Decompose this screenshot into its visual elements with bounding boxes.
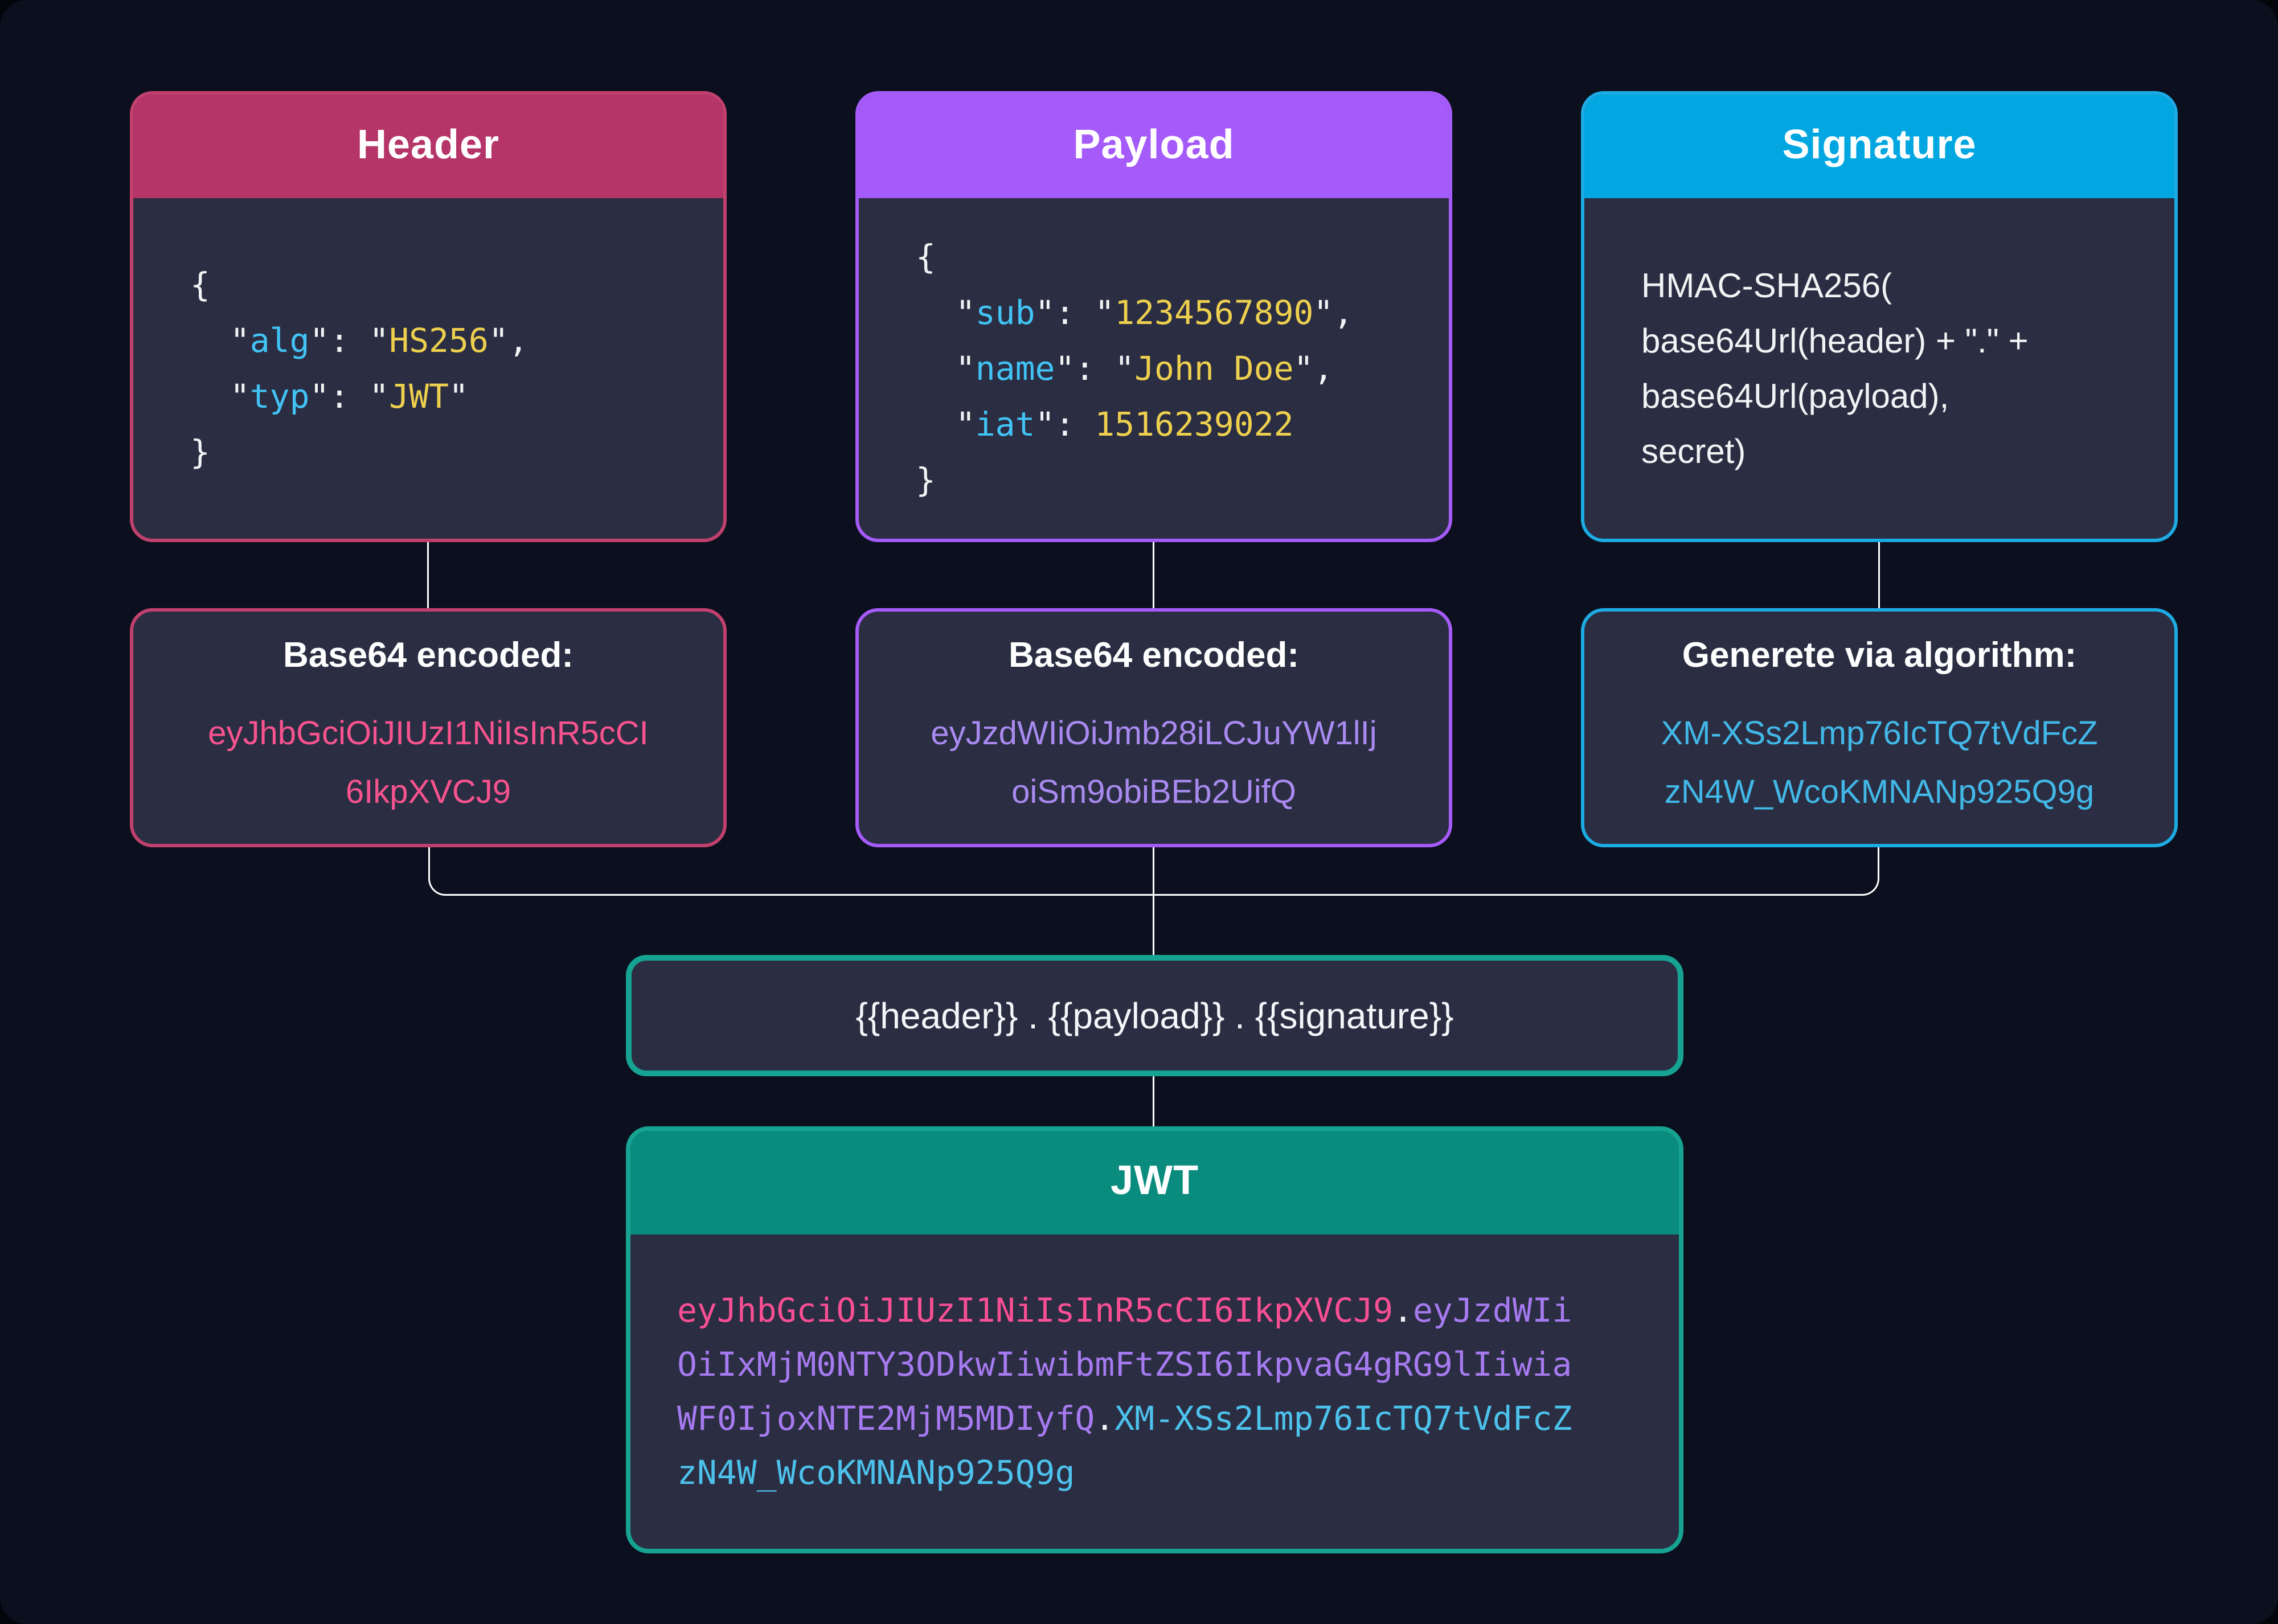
payload-card-title: Payload (1073, 122, 1235, 167)
payload-json-code: { "sub": "1234567890", "name": "John Doe… (859, 198, 1449, 539)
text-line: oiSm9obiBEb2UifQ (1011, 773, 1296, 810)
payload-base64-card: Base64 encoded: eyJzdWIiOiJmb28iLCJuYW1l… (855, 608, 1452, 847)
signature-card: Signature HMAC-SHA256( base64Url(header) … (1581, 91, 2178, 542)
payload-base64-title: Base64 encoded: (1009, 635, 1299, 675)
code-line: { (190, 265, 210, 304)
signature-algorithm-card: Generete via algorithm: XM-XSs2Lmp76IcTQ… (1581, 608, 2178, 847)
header-base64-title: Base64 encoded: (283, 635, 573, 675)
text-line: base64Url(payload), (1641, 377, 1949, 415)
concat-formula-text: {{header}} . {{payload}} . {{signature}} (855, 995, 1454, 1036)
header-base64-card: Base64 encoded: eyJhbGciOiJIUzI1NiIsInR5… (130, 608, 727, 847)
header-card: Header { "alg": "HS256", "typ": "JWT"} (130, 91, 727, 542)
header-json-code: { "alg": "HS256", "typ": "JWT"} (133, 198, 723, 539)
code-line: WF0IjoxNTE2MjM5MDIyfQ.XM-XSs2Lmp76IcTQ7t… (677, 1399, 1572, 1438)
header-card-title: Header (357, 122, 500, 167)
code-line: "sub": "1234567890", (916, 293, 1354, 332)
connector-payload-to-encoded (1153, 541, 1154, 609)
jwt-title: JWT (1111, 1158, 1199, 1203)
connector-combiner-to-jwt (1153, 1075, 1154, 1127)
text-line: base64Url(header) + "." + (1641, 322, 2029, 360)
jwt-token-text: eyJhbGciOiJIUzI1NiIsInR5cCI6IkpXVCJ9.eyJ… (630, 1235, 1679, 1549)
header-base64-value: eyJhbGciOiJIUzI1NiIsInR5cCI 6IkpXVCJ9 (208, 704, 649, 821)
signature-algorithm-title: Generete via algorithm: (1682, 635, 2077, 675)
payload-card-title-bar: Payload (859, 95, 1449, 198)
code-line: } (916, 461, 936, 499)
text-line: zN4W_WcoKMNANp925Q9g (1664, 773, 2095, 810)
jwt-card: JWT eyJhbGciOiJIUzI1NiIsInR5cCI6IkpXVCJ9… (626, 1126, 1683, 1553)
connector-header-to-encoded (427, 541, 429, 609)
text-line: XM-XSs2Lmp76IcTQ7tVdFcZ (1661, 714, 2098, 752)
text-line: eyJhbGciOiJIUzI1NiIsInR5cCI (208, 714, 649, 752)
header-card-title-bar: Header (133, 95, 723, 198)
code-line: "name": "John Doe", (916, 349, 1334, 388)
code-line: { (916, 237, 936, 276)
signature-card-title: Signature (1782, 122, 1977, 167)
jwt-title-bar: JWT (630, 1131, 1679, 1235)
text-line: 6IkpXVCJ9 (345, 773, 511, 810)
concat-formula-box: {{header}} . {{payload}} . {{signature}} (626, 955, 1683, 1076)
connector-signature-to-encoded (1878, 541, 1880, 609)
signature-formula: HMAC-SHA256( base64Url(header) + "." + bas… (1584, 198, 2174, 539)
signature-card-title-bar: Signature (1584, 95, 2174, 198)
code-line: OiIxMjM0NTY3ODkwIiwibmFtZSI6IkpvaG4gRG9l… (677, 1345, 1572, 1384)
signature-algorithm-value: XM-XSs2Lmp76IcTQ7tVdFcZ zN4W_WcoKMNANp925… (1661, 704, 2097, 821)
connector-center-to-combiner (1153, 847, 1154, 956)
text-line: eyJzdWIiOiJmb28iLCJuYW1lIj (931, 714, 1377, 752)
code-line: "alg": "HS256", (190, 321, 528, 360)
payload-card: Payload { "sub": "1234567890", "name": "… (855, 91, 1452, 542)
code-line: } (190, 433, 210, 471)
code-line: "typ": "JWT" (190, 377, 469, 416)
code-line: zN4W_WcoKMNANp925Q9g (677, 1453, 1075, 1492)
text-line: HMAC-SHA256( (1641, 266, 1892, 305)
text-line: secret) (1641, 432, 1746, 470)
code-line: "iat": 1516239022 (916, 405, 1294, 444)
code-line: eyJhbGciOiJIUzI1NiIsInR5cCI6IkpXVCJ9.eyJ… (677, 1291, 1572, 1330)
payload-base64-value: eyJzdWIiOiJmb28iLCJuYW1lIj oiSm9obiBEb2Ui… (931, 704, 1376, 821)
